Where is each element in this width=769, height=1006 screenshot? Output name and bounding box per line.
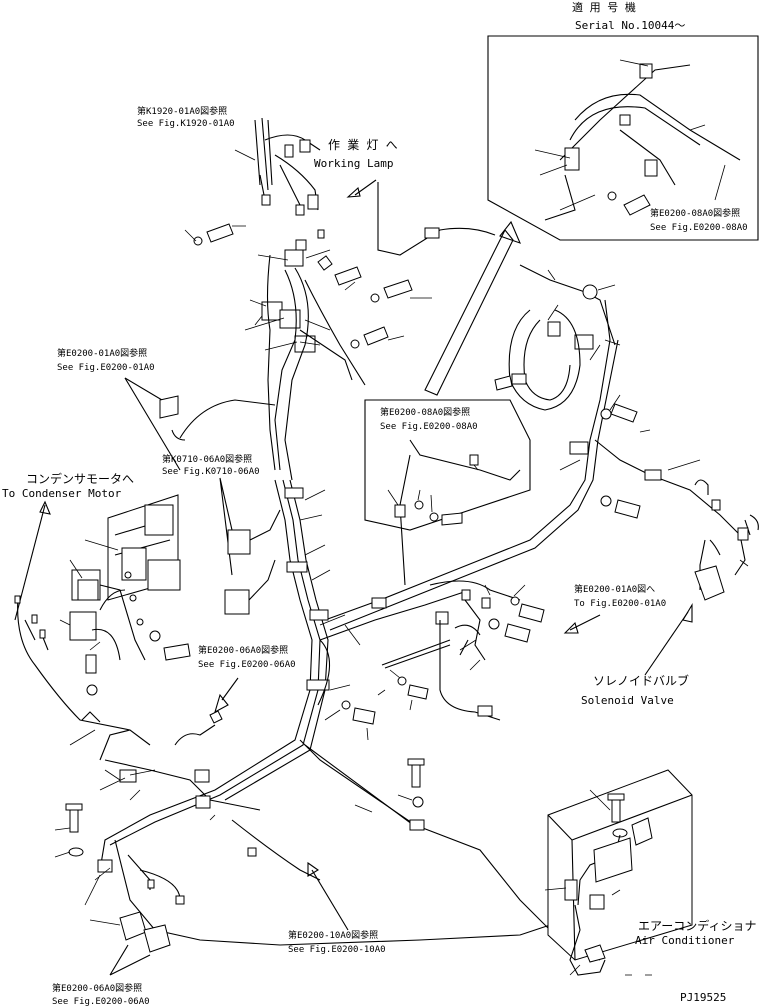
e0200-10-en: See Fig.E0200-10A0 [288, 945, 386, 955]
inset-pointer-arrow [424, 228, 514, 396]
to-e0200-01-jp: 第E0200-01A0図へ [574, 583, 655, 595]
e0200-06-mid-jp: 第E0200-06A0図参照 [198, 644, 288, 656]
inset-connector [564, 147, 580, 171]
inset-clamp [644, 159, 658, 177]
e0200-10-ref: 第E0200-10A0図参照 See Fig.E0200-10A0 [288, 861, 386, 955]
air-conditioner-area: エアーコンディショナ Air Conditioner [544, 769, 756, 976]
air-conditioner-jp: エアーコンディショナ [638, 918, 756, 933]
e0200-01-ref-en: See Fig.E0200-01A0 [57, 363, 155, 373]
center-ref-en: See Fig.E0200-08A0 [380, 422, 478, 432]
inset-clip [619, 114, 631, 126]
working-lamp-jp: 作 業 灯 へ [328, 138, 398, 152]
applicable-models-label: 適 用 号 機 [572, 0, 636, 14]
e0200-06-bottom-ref: 第E0200-06A0図参照 See Fig.E0200-06A0 [52, 911, 171, 1006]
k0710-ref-jp: 第K0710-06A0図参照 [162, 453, 252, 465]
main-harness [69, 299, 619, 961]
condenser-area: コンデンサモータへ To Condenser Motor [2, 471, 191, 746]
k0710-ref-en: See Fig.K0710-06A0 [162, 467, 260, 477]
center-detail-panel: 第E0200-08A0図参照 See Fig.E0200-08A0 [364, 399, 531, 586]
inset-washer [607, 191, 617, 201]
solenoid-valve [694, 565, 725, 601]
k1920-ref-jp: 第K1920-01A0図参照 [137, 105, 227, 117]
inset-ref-en: See Fig.E0200-08A0 [650, 223, 748, 233]
serial-number-label: Serial No.10044～ [575, 19, 685, 32]
inset-plug [639, 63, 653, 79]
condenser-motor-jp: コンデンサモータへ [26, 471, 134, 486]
e0200-06-mid-ref: 第E0200-06A0図参照 See Fig.E0200-06A0 [174, 644, 296, 746]
center-ref-jp: 第E0200-08A0図参照 [380, 406, 470, 418]
e0200-06-bottom-jp: 第E0200-06A0図参照 [52, 982, 142, 994]
inset-ref-jp: 第E0200-08A0図参照 [650, 207, 740, 219]
mid-lower-bolts [317, 639, 425, 831]
k1920-area: 第K1920-01A0図参照 See Fig.K1920-01A0 作 業 灯 … [137, 105, 496, 256]
solenoid-area: 第E0200-01A0図へ To Fig.E0200-01A0 ソレノイドバルブ… [494, 264, 759, 707]
solenoid-valve-en: Solenoid Valve [581, 694, 674, 707]
k1920-ref-en: See Fig.K1920-01A0 [137, 119, 235, 129]
relay-2 [224, 589, 250, 615]
inset-bolt [623, 194, 651, 216]
solenoid-valve-jp: ソレノイドバルブ [593, 673, 689, 688]
to-e0200-01-en: To Fig.E0200-01A0 [574, 599, 666, 609]
condenser-motor-en: To Condenser Motor [2, 487, 122, 500]
relay-1 [227, 529, 251, 555]
working-lamp-en: Working Lamp [314, 157, 393, 170]
e0200-01-ref-jp: 第E0200-01A0図参照 [57, 347, 147, 359]
e0200-01-ref-area: 第E0200-01A0図参照 See Fig.E0200-01A0 第K0710… [57, 347, 281, 615]
serial-inset: 適 用 号 機 Serial No.10044～ 第E0200-08A0図参照 … [487, 0, 759, 241]
left-bottom-bolts [54, 803, 84, 858]
air-conditioner-en: Air Conditioner [635, 934, 735, 947]
bottom-connector-1 [119, 911, 147, 941]
center-right-branch [381, 580, 545, 721]
e0200-06-bottom-en: See Fig.E0200-06A0 [52, 997, 150, 1006]
drawing-number: PJ19525 [680, 991, 726, 1004]
bottom-connector-2 [143, 924, 171, 953]
e0200-10-jp: 第E0200-10A0図参照 [288, 929, 378, 941]
upper-connector-cluster [184, 223, 432, 481]
e0200-06-mid-en: See Fig.E0200-06A0 [198, 660, 296, 670]
